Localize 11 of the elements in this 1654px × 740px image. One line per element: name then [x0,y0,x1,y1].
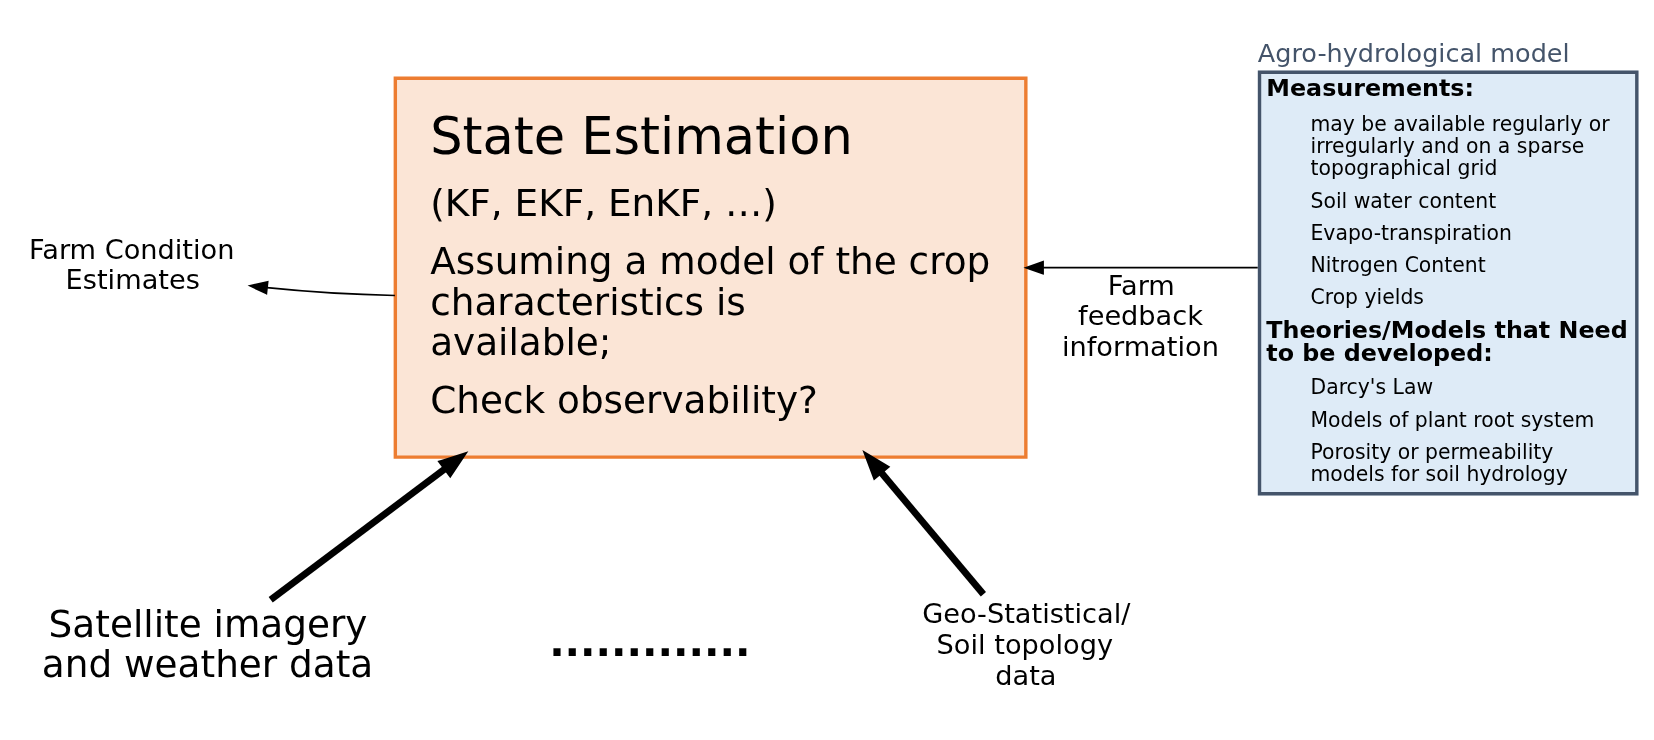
node-label: Agro-hydrological model [1257,37,1570,68]
label: ............. [549,617,751,666]
node-text: Geo-Statistical/ Soil topology data [922,597,1131,691]
arrow [862,449,986,596]
arrow [247,280,396,296]
node-text: Satellite imagery and weather data [41,601,374,686]
arrow [268,450,469,602]
node-text: Farm Condition Estimates [29,233,235,295]
node-box: State Estimation (KF, EKF, EnKF, …) Assuming a model of the crop characteristics is available; Check observability? [393,76,1028,459]
arrow [1023,260,1259,275]
edge-label: Farm feedback information [1061,269,1219,362]
